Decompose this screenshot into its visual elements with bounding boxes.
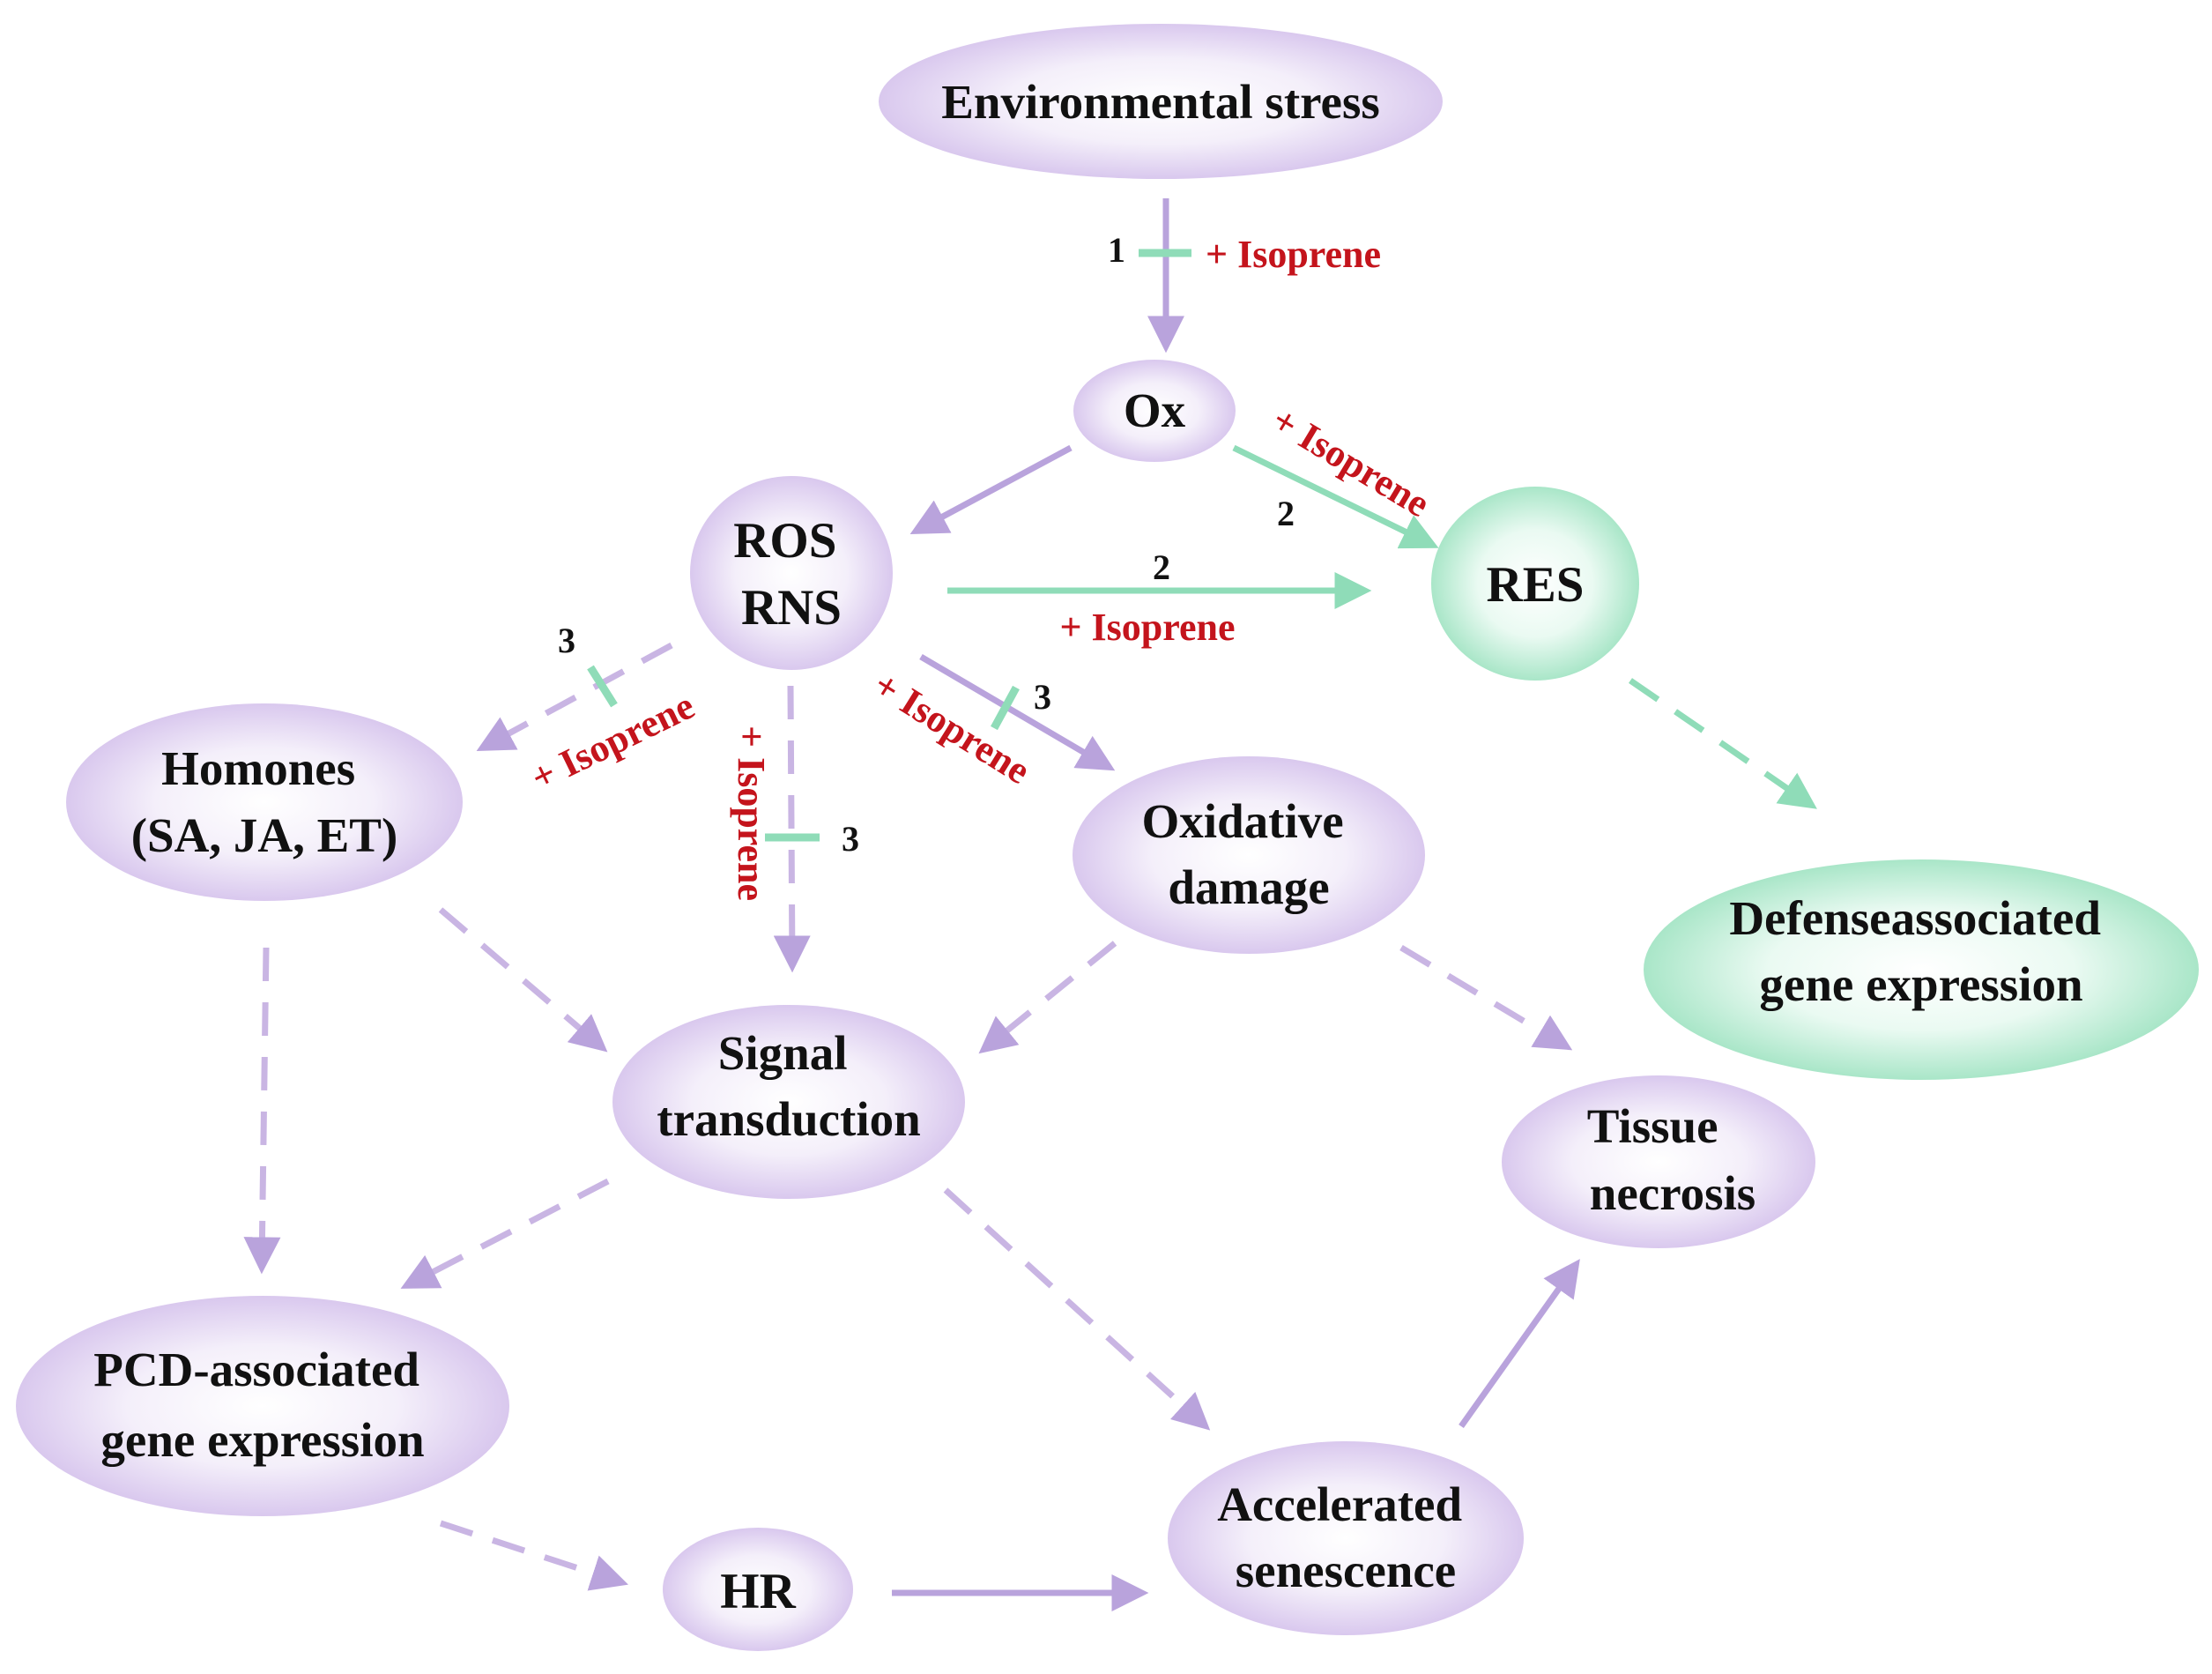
label-number-3-hormones: 3 <box>558 621 575 660</box>
edge-ros-to-signal <box>773 685 811 973</box>
node-label-line: RNS <box>741 580 842 636</box>
node-label-line: Signal <box>718 1026 848 1080</box>
label-number-3-oxdamage: 3 <box>1034 677 1051 717</box>
node-environmental-stress: Environmental stress <box>879 24 1443 179</box>
svg-text:Signal transduction: Signal transduction <box>657 1026 921 1146</box>
edge-ros-to-hormones <box>476 642 673 752</box>
label-isoprene-ros-res: + Isoprene <box>1059 606 1235 649</box>
edge-oxdamage-to-necrosis <box>1399 944 1573 1051</box>
edge-oxdamage-to-signal <box>978 941 1117 1054</box>
edge-ox-to-ros <box>909 444 1073 534</box>
node-label-line: Accelerated <box>1217 1477 1462 1531</box>
node-hormones: Homones (SA, JA, ET) <box>66 703 463 901</box>
node-pcd-expression: PCD-associated gene expression <box>16 1296 509 1516</box>
node-label-line: damage <box>1168 860 1329 914</box>
node-label-line: Environmental stress <box>941 75 1380 129</box>
node-label-line: Defenseassociated <box>1729 891 2101 945</box>
label-isoprene-oxdamage: + Isoprene <box>866 663 1038 792</box>
node-ros-rns: ROS RNS <box>690 476 893 670</box>
label-number-3-signal: 3 <box>842 819 859 859</box>
node-tissue-necrosis: Tissue necrosis <box>1502 1075 1815 1248</box>
node-label-line: necrosis <box>1590 1166 1755 1220</box>
node-label-line: (SA, JA, ET) <box>131 808 398 862</box>
svg-text:Environmental stress: Environmental stress <box>941 75 1380 129</box>
svg-text:Oxidative damage: Oxidative damage <box>1142 794 1356 914</box>
edge-signal-to-pcd <box>400 1178 610 1289</box>
edge-ox-to-res <box>1232 444 1439 549</box>
node-label-line: Tissue <box>1587 1099 1718 1153</box>
svg-text:Homones (SA, JA, ET): Homones (SA, JA, ET) <box>131 741 398 862</box>
edge-res-to-defense <box>1629 678 1817 809</box>
inhibit-mark-3-hormones <box>587 665 618 708</box>
edge-hormones-to-signal <box>438 907 608 1053</box>
node-oxidative-damage: Oxidative damage <box>1073 756 1425 954</box>
node-hr: HR <box>663 1528 853 1651</box>
svg-text:HR: HR <box>720 1564 796 1619</box>
node-label-line: Ox <box>1124 383 1186 437</box>
node-label-line: Homones <box>161 741 355 795</box>
inhibit-mark-3-oxdamage <box>991 685 1020 731</box>
node-signal-transduction: Signal transduction <box>612 1005 965 1199</box>
node-label-line: Oxidative <box>1142 794 1344 848</box>
svg-text:Ox: Ox <box>1124 383 1186 437</box>
node-label-line: ROS <box>733 513 836 569</box>
node-label-line: PCD-associated <box>93 1343 419 1396</box>
edge-ros-to-oxdamage <box>919 653 1116 771</box>
svg-text:Tissue necrosis: Tissue necrosis <box>1587 1099 1755 1220</box>
node-label-line: senescence <box>1236 1544 1456 1597</box>
svg-text:ROS RNS: ROS RNS <box>733 513 849 636</box>
edges <box>243 198 1817 1611</box>
label-isoprene-signal: + Isoprene <box>730 725 773 901</box>
node-ox: Ox <box>1073 360 1236 462</box>
svg-text:PCD-associated gene expr: PCD-associated gene expression <box>93 1343 431 1467</box>
label-number-1: 1 <box>1108 230 1125 270</box>
inhibition-marks <box>587 249 1191 842</box>
node-defense-expression: Defenseassociated gene expression <box>1644 859 2199 1080</box>
edge-pcd-to-hr <box>439 1520 628 1591</box>
node-label-line: gene expression <box>1759 957 2082 1011</box>
svg-text:RES: RES <box>1487 557 1585 613</box>
edge-senescence-to-necrosis <box>1459 1259 1580 1429</box>
node-accelerated-senescence: Accelerated senescence <box>1168 1441 1524 1635</box>
label-number-2-ox-res: 2 <box>1277 494 1295 533</box>
node-label-line: HR <box>720 1564 796 1619</box>
node-label-line: transduction <box>657 1092 921 1146</box>
edge-signal-to-senescence <box>943 1187 1211 1431</box>
label-number-2-ros-res: 2 <box>1153 547 1170 587</box>
node-res: RES <box>1431 487 1639 681</box>
node-label-line: RES <box>1487 557 1585 613</box>
label-isoprene-1: + Isoprene <box>1206 233 1381 276</box>
svg-text:Defenseassociated gene e: Defenseassociated gene expression <box>1729 891 2112 1011</box>
svg-text:Accelerated senescence: Accelerated senescence <box>1217 1477 1474 1597</box>
edge-hormones-to-pcd <box>243 947 281 1275</box>
node-label-line: gene expression <box>100 1413 424 1467</box>
